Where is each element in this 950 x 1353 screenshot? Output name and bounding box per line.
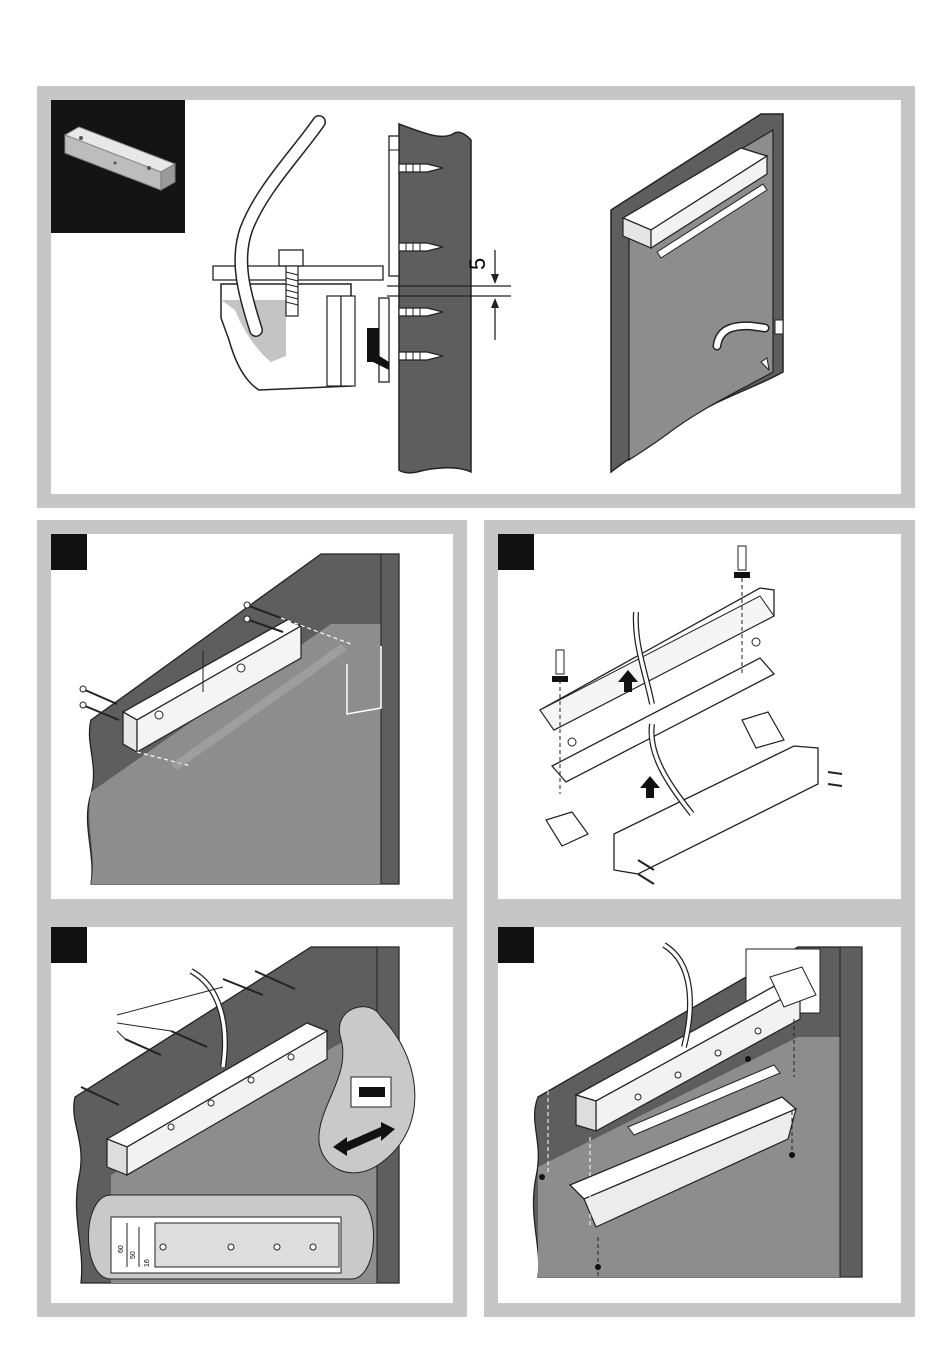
screw-icon (638, 874, 654, 884)
step2-panel (498, 534, 901, 899)
step1-panel (51, 534, 453, 899)
screw-icon (828, 784, 842, 786)
dimension-60-label: 60 (118, 1245, 125, 1253)
screw-icon (828, 772, 842, 774)
dimension-16-label: 16 (144, 1259, 151, 1267)
screw-icon (745, 1056, 751, 1062)
door-perspective-diagram (51, 100, 901, 494)
screw-icon (789, 1152, 795, 1158)
up-arrow-icon (640, 776, 660, 798)
top-panel-frame: 5 (37, 86, 915, 508)
step2-panel-frame (484, 520, 915, 913)
step4-panel (498, 927, 901, 1303)
screw-icon (595, 1264, 601, 1270)
step1-panel-frame (37, 520, 467, 913)
screw-icon (80, 686, 117, 704)
step4-diagram (498, 927, 901, 1303)
step3-panel: 60 50 16 (51, 927, 453, 1303)
dimension-50-label: 50 (130, 1251, 137, 1259)
screw-icon (539, 1174, 545, 1180)
screw-icon (568, 738, 576, 746)
screw-icon (552, 650, 568, 682)
step3-panel-frame: 60 50 16 (37, 913, 467, 1317)
step3-diagram: 60 50 16 (51, 927, 453, 1303)
screw-icon (734, 546, 750, 578)
step2-exploded-diagram (498, 534, 901, 899)
top-panel: 5 (51, 100, 901, 494)
step4-panel-frame (484, 913, 915, 1317)
screw-icon (752, 638, 760, 646)
step1-diagram (51, 534, 453, 899)
